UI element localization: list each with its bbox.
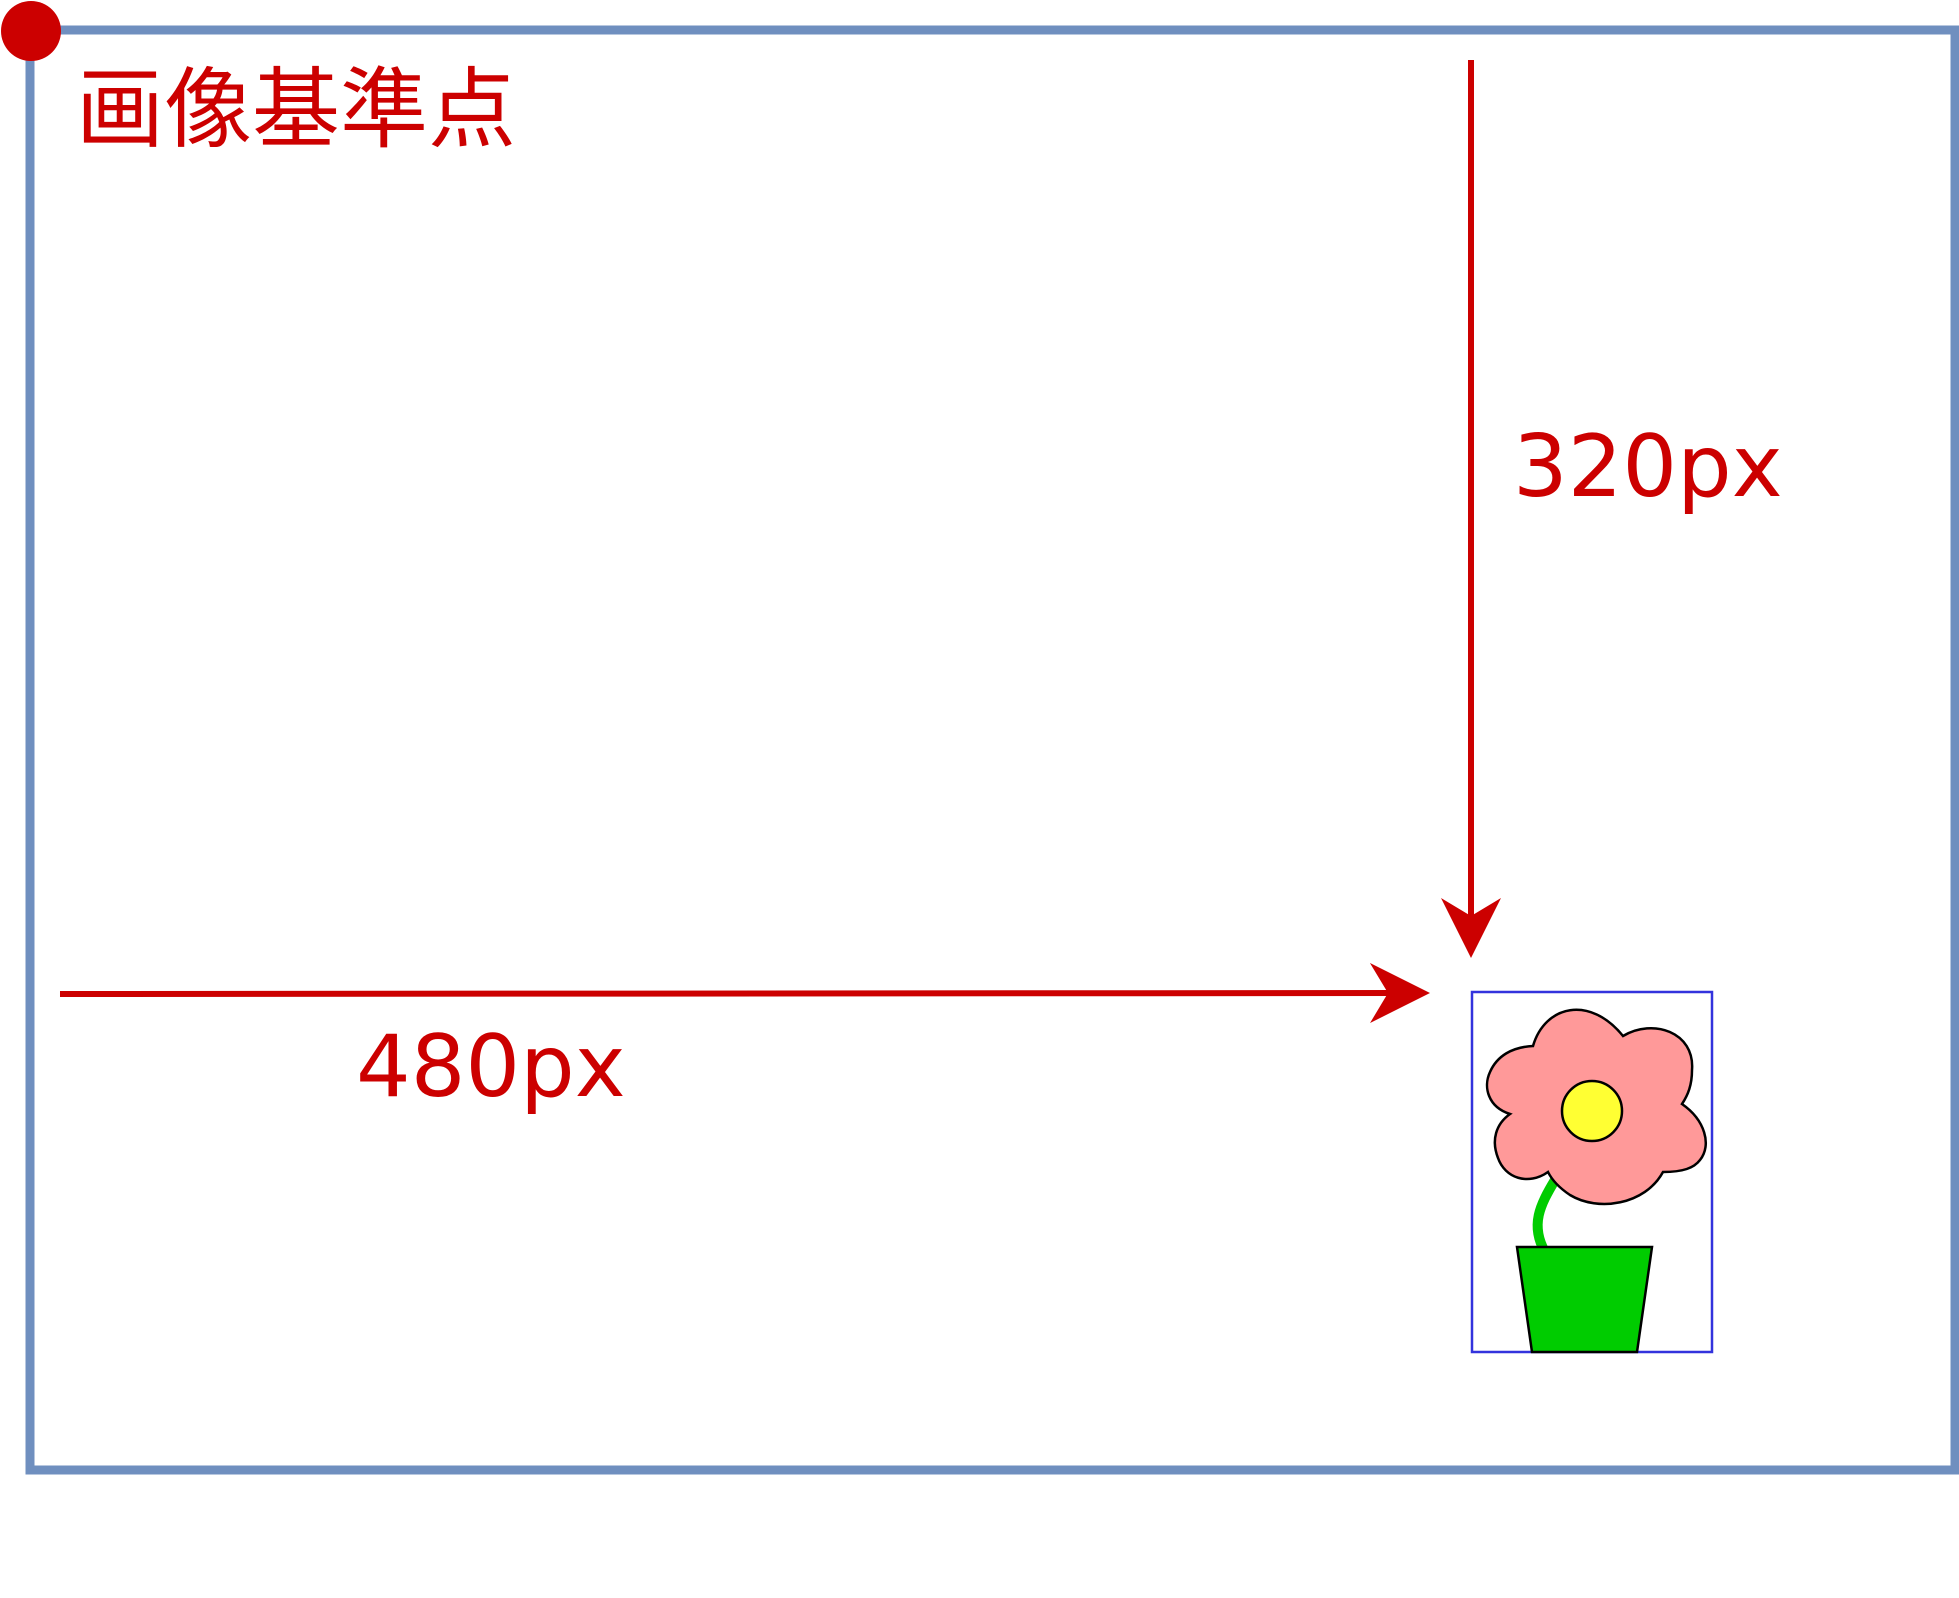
flower-center	[1560, 1079, 1624, 1143]
vertical-offset-label: 320px	[1513, 417, 1783, 517]
origin-label: 画像基準点	[76, 58, 516, 161]
image-frame	[25, 25, 1959, 1475]
origin-dot	[1, 1, 61, 61]
horizontal-offset-label: 480px	[356, 1017, 626, 1117]
horizontal-offset-arrow	[59, 963, 1430, 1024]
flower-pot-icon	[1485, 1008, 1708, 1354]
flower-pot	[1515, 1245, 1654, 1354]
flower-stem	[1532, 1175, 1560, 1257]
